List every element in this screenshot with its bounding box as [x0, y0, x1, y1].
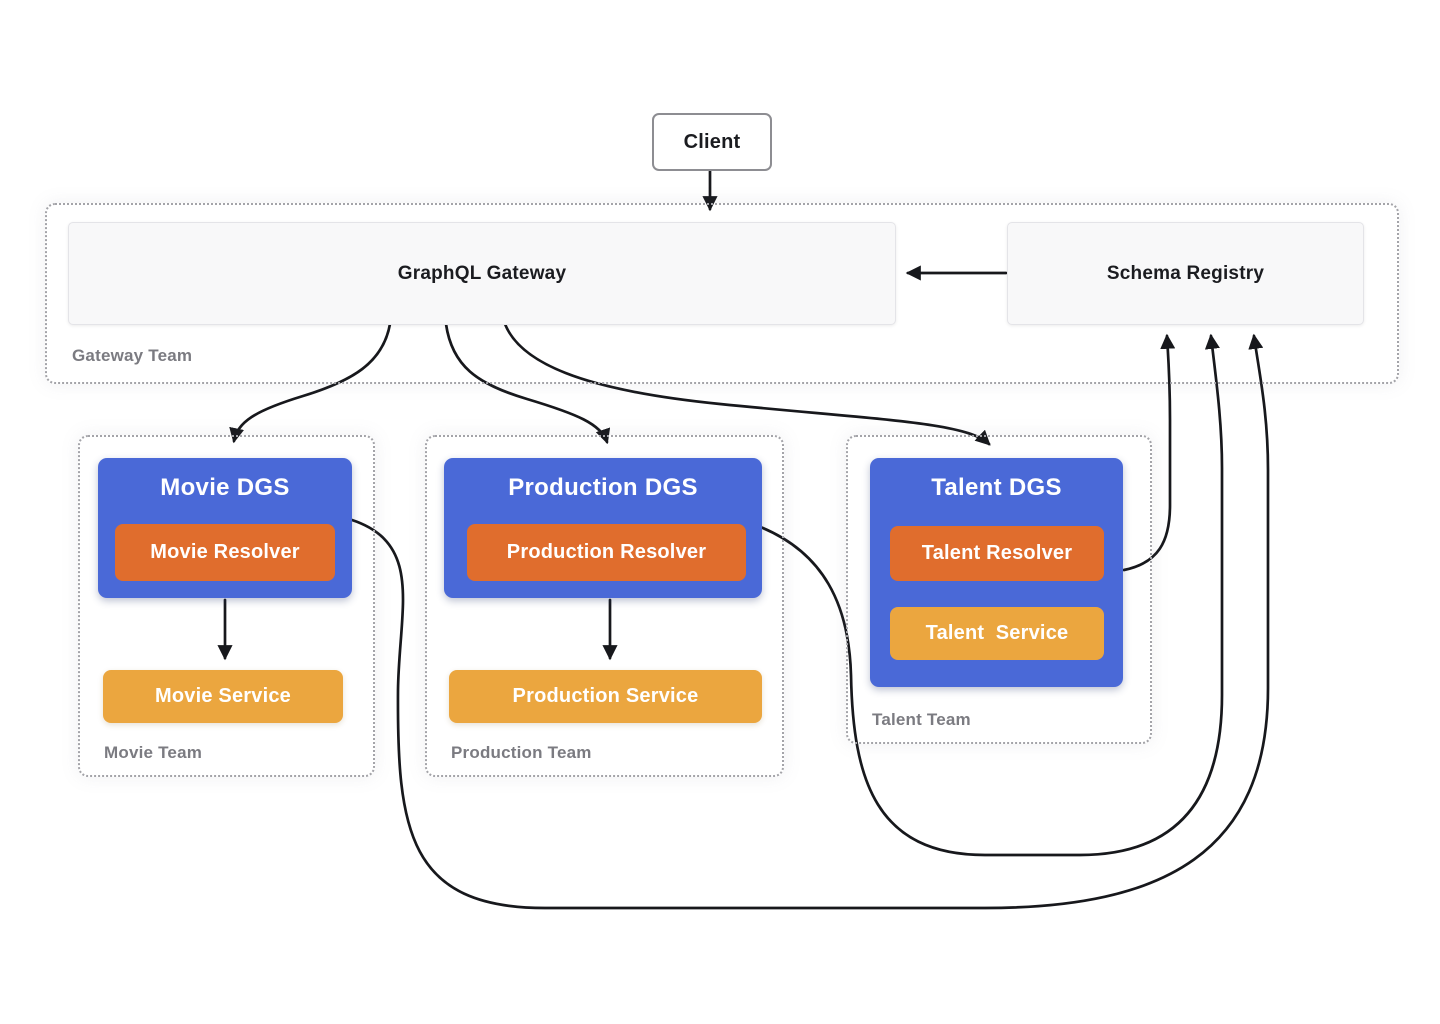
graphql-gateway-label: GraphQL Gateway — [397, 262, 567, 284]
gateway-team-container: Gateway Team — [45, 203, 1399, 384]
edge-gateway-to-movie-dgs — [229, 322, 392, 444]
production-service-node: Production Service — [449, 670, 762, 723]
graphql-gateway-node: GraphQL Gateway — [68, 222, 896, 325]
movie-resolver-node: Movie Resolver — [115, 524, 335, 581]
talent-service-label: Talent Service — [925, 622, 1069, 644]
movie-dgs-label: Movie DGS — [160, 474, 290, 501]
talent-dgs-label: Talent DGS — [931, 474, 1062, 501]
talent-resolver-label: Talent Resolver — [921, 542, 1073, 564]
talent-team-container: Talent Team — [846, 435, 1152, 744]
client-node: Client — [652, 113, 772, 171]
schema-registry-node: Schema Registry — [1007, 222, 1364, 325]
production-dgs-label: Production DGS — [508, 474, 698, 501]
movie-team-container: Movie Team — [78, 435, 375, 777]
talent-resolver-node: Talent Resolver — [890, 526, 1104, 581]
edge-production-dgs-to-schema-registry — [756, 333, 1224, 857]
talent-service-node: Talent Service — [890, 607, 1104, 660]
movie-service-label: Movie Service — [154, 685, 291, 707]
production-service-label: Production Service — [512, 685, 699, 707]
production-team-label: Production Team — [451, 743, 592, 762]
edge-talent-dgs-to-schema-registry — [1122, 333, 1176, 572]
movie-dgs-node: Movie DGS Movie Resolver — [98, 458, 352, 598]
production-team-container: Production Team — [425, 435, 784, 777]
movie-resolver-label: Movie Resolver — [150, 541, 300, 563]
production-dgs-node: Production DGS Production Resolver — [444, 458, 762, 598]
production-resolver-node: Production Resolver — [467, 524, 746, 581]
talent-team-label: Talent Team — [872, 710, 971, 729]
schema-registry-label: Schema Registry — [1106, 262, 1265, 284]
edge-gateway-to-talent-dgs — [503, 322, 991, 446]
gateway-team-label: Gateway Team — [72, 346, 193, 365]
edge-movie-dgs-to-schema-registry — [350, 333, 1270, 910]
client-label: Client — [683, 130, 741, 153]
movie-team-label: Movie Team — [104, 743, 203, 762]
edge-gateway-to-production-dgs — [444, 322, 611, 445]
production-resolver-label: Production Resolver — [506, 541, 707, 563]
movie-service-node: Movie Service — [103, 670, 343, 723]
talent-dgs-node: Talent DGS Talent Resolver Talent Servic… — [870, 458, 1123, 687]
